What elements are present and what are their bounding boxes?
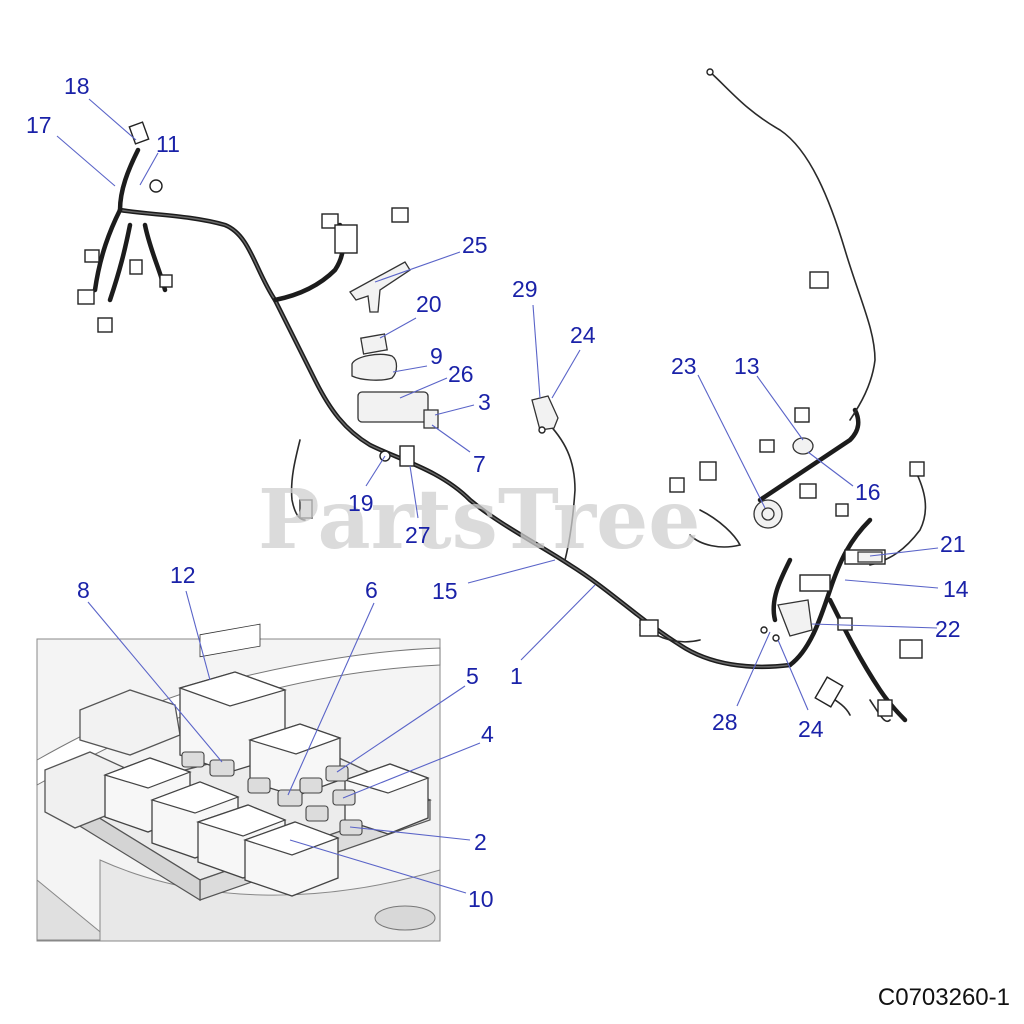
fuse-5 bbox=[325, 765, 349, 782]
callout-28: 28 bbox=[712, 709, 738, 735]
callout-21: 21 bbox=[940, 531, 966, 557]
callout-4: 4 bbox=[481, 721, 494, 747]
callout-19: 19 bbox=[348, 490, 374, 516]
callout-11: 11 bbox=[156, 131, 180, 157]
callout-15: 15 bbox=[432, 578, 458, 604]
leader-lines bbox=[56, 98, 939, 894]
callout-labels: 1 2 3 4 5 6 7 8 9 10 11 12 13 14 15 16 1… bbox=[26, 73, 969, 912]
fuse-box-26 bbox=[357, 391, 429, 423]
callout-7: 7 bbox=[473, 451, 486, 477]
callout-27: 27 bbox=[405, 522, 431, 548]
callout-12: 12 bbox=[170, 562, 196, 588]
loop-wire bbox=[689, 509, 742, 548]
bracket-wire bbox=[544, 419, 576, 561]
callout-20: 20 bbox=[416, 291, 442, 317]
clip-21 bbox=[857, 551, 883, 563]
bracket-25 bbox=[349, 261, 411, 313]
callout-9: 9 bbox=[430, 343, 443, 369]
callout-6: 6 bbox=[365, 577, 378, 603]
relay-box-inset bbox=[36, 623, 441, 942]
callout-23: 23 bbox=[671, 353, 697, 379]
callout-1: 1 bbox=[510, 663, 523, 689]
bracket-29 bbox=[531, 395, 559, 431]
component-13 bbox=[792, 437, 814, 455]
callout-25: 25 bbox=[462, 232, 488, 258]
antenna-wire bbox=[709, 71, 876, 421]
callout-18: 18 bbox=[64, 73, 90, 99]
callout-29: 29 bbox=[512, 276, 538, 302]
bracket-22 bbox=[777, 599, 813, 637]
callout-17: 17 bbox=[26, 112, 52, 138]
callout-22: 22 bbox=[935, 616, 961, 642]
fuse-6 bbox=[277, 789, 303, 807]
callout-8: 8 bbox=[77, 577, 90, 603]
right-connector-wire bbox=[869, 469, 927, 566]
fuse-8 bbox=[209, 759, 235, 777]
callout-14: 14 bbox=[943, 576, 969, 602]
callout-10: 10 bbox=[468, 886, 494, 912]
callout-16: 16 bbox=[855, 479, 881, 505]
diagram-code: C0703260-1 bbox=[878, 984, 1010, 1011]
callout-24-upper: 24 bbox=[570, 322, 596, 348]
label-20 bbox=[360, 333, 388, 355]
callout-2: 2 bbox=[474, 829, 487, 855]
antenna-tip bbox=[706, 68, 714, 76]
watermark: PartsTree bbox=[258, 472, 700, 568]
callout-3: 3 bbox=[478, 389, 491, 415]
callout-24-lower: 24 bbox=[798, 716, 824, 742]
callout-26: 26 bbox=[448, 361, 474, 387]
callout-5: 5 bbox=[466, 663, 479, 689]
fuse-box-cover-9 bbox=[351, 353, 398, 381]
callout-13: 13 bbox=[734, 353, 760, 379]
